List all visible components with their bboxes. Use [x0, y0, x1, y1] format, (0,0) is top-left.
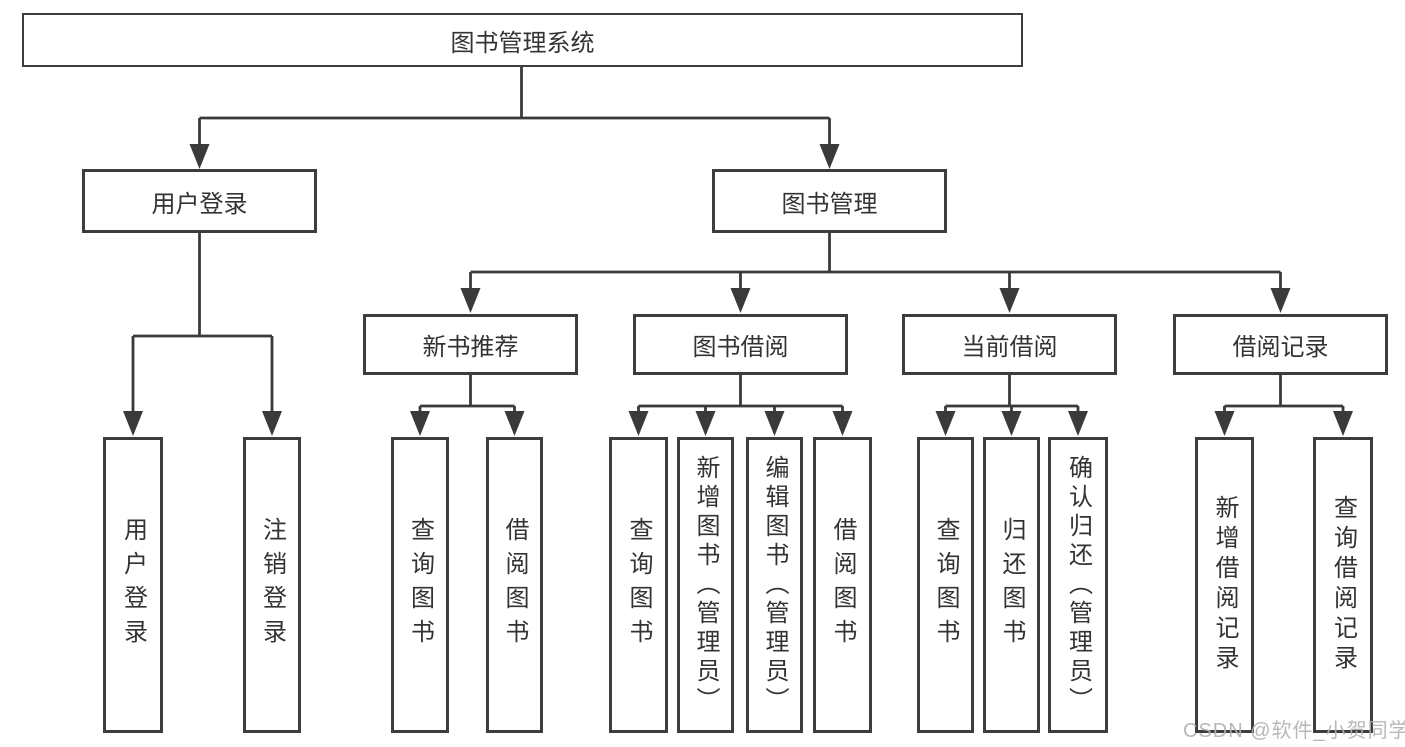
node-current-borrowing: 当前借阅 [902, 314, 1117, 375]
leaf-logout: 注销登录 [243, 437, 301, 733]
leaf-return-books: 归还图书 [983, 437, 1040, 733]
node-label: 新书推荐 [422, 334, 519, 361]
node-user-login: 用户登录 [82, 169, 317, 233]
leaf-add-borrow-record: 新增借阅记录 [1195, 437, 1254, 733]
node-label: 查询图书 [932, 517, 959, 653]
node-label: 借阅图书 [501, 517, 528, 653]
node-label: 注销登录 [258, 517, 286, 653]
leaf-query-books-1: 查询图书 [391, 437, 449, 733]
node-label: 用户登录 [151, 190, 248, 218]
node-label: 确认归还（管理员） [1064, 454, 1092, 716]
leaf-confirm-return-admin: 确认归还（管理员） [1048, 437, 1108, 733]
node-label: 查询借阅记录 [1329, 495, 1357, 675]
leaf-add-books-admin: 新增图书（管理员） [677, 437, 734, 733]
node-label: 编辑图书（管理员） [761, 454, 788, 716]
node-book-borrowing: 图书借阅 [633, 314, 848, 375]
node-label: 图书管理 [781, 190, 878, 218]
csdn-watermark: CSDN @软件_小贺同学 [1183, 720, 1405, 742]
leaf-borrow-books-1: 借阅图书 [486, 437, 543, 733]
node-label: 新增借阅记录 [1211, 495, 1238, 675]
node-label: 新增图书（管理员） [692, 454, 719, 716]
leaf-borrow-books-2: 借阅图书 [813, 437, 872, 733]
arrowheads [123, 144, 1353, 436]
leaf-edit-books-admin: 编辑图书（管理员） [746, 437, 803, 733]
leaf-query-books-2: 查询图书 [609, 437, 668, 733]
node-library-management-system: 图书管理系统 [22, 13, 1023, 67]
node-new-book-recommend: 新书推荐 [363, 314, 578, 375]
node-label: 用户登录 [119, 517, 147, 653]
node-label: 查询图书 [625, 517, 652, 653]
node-label: 归还图书 [998, 517, 1025, 653]
node-borrow-records: 借阅记录 [1173, 314, 1388, 375]
node-label: 图书借阅 [692, 334, 789, 361]
node-label: 查询图书 [406, 517, 434, 653]
node-label: 借阅图书 [829, 517, 856, 653]
leaf-query-books-3: 查询图书 [917, 437, 974, 733]
node-label: 图书管理系统 [450, 29, 595, 57]
node-label: 当前借阅 [961, 334, 1058, 361]
leaf-user-login: 用户登录 [103, 437, 163, 733]
leaf-query-borrow-record: 查询借阅记录 [1313, 437, 1373, 733]
node-book-management: 图书管理 [712, 169, 947, 233]
node-label: 借阅记录 [1232, 334, 1329, 361]
